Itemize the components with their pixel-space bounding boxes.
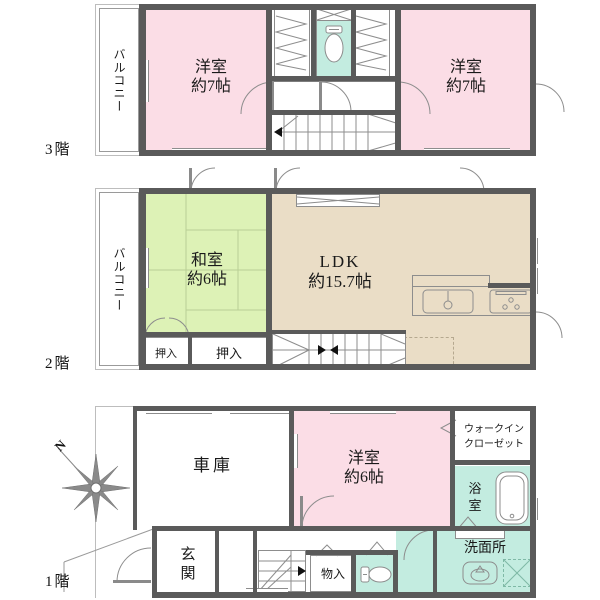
door-leaf-entrance-1f [113, 580, 151, 583]
wall-2f-right [530, 188, 536, 370]
balcony-3f-label: バルコニー [112, 47, 126, 113]
floor-1-group: 物入 [0, 398, 600, 600]
wall-1f-mid-horizontal [152, 526, 533, 531]
wall-1f-toilet-left [351, 550, 356, 598]
door-leaf-hall-3f [319, 80, 322, 110]
door-exterior-2f-right [535, 311, 563, 339]
wall-2f-div-washitsu-ldk [266, 188, 272, 370]
compass-needle-line [57, 447, 79, 471]
balcony-2f [99, 192, 139, 366]
room-washitsu-2f [146, 192, 267, 350]
room-washroom-1f [437, 530, 533, 592]
door-bath-1f [456, 516, 480, 531]
floor-tag-2f: 2階 [45, 356, 72, 372]
window-slide-icon-ldk [296, 196, 380, 205]
closet-oshiire-large-2f [191, 337, 267, 369]
wall-1f-entrance-div [215, 526, 219, 598]
door-leaf-ldk-2f [274, 168, 277, 192]
washroom-counter-1f [455, 530, 505, 539]
stair-up-arrow-2f [318, 345, 326, 355]
wall-1f-wic-bath-div [450, 460, 536, 465]
wall-3f-right [530, 4, 536, 156]
room-garage-1f [133, 410, 293, 530]
hall-1f [396, 530, 438, 592]
wall-1f-entrance-left [152, 526, 157, 598]
wall-3f-closet-bottom [266, 76, 401, 81]
compass-star-icon: N [52, 436, 131, 523]
toilet-icon-3f [324, 25, 344, 63]
wall-3f-bottom [139, 150, 536, 156]
wall-2f-oshiire-div [188, 332, 192, 370]
wall-3f-stair-top [266, 110, 401, 115]
room-yoshitsu-1f [294, 410, 450, 530]
wall-2f-top [139, 188, 536, 194]
door-hall-3f [320, 81, 352, 113]
room-yoshitsu-3f-right [400, 8, 536, 152]
stair-up-arrow-1f [298, 566, 306, 576]
wall-3f-top [139, 4, 536, 10]
room-wic-1f [455, 410, 533, 462]
wall-1f-washroom-div [433, 526, 437, 598]
door-yoshitsu-1f [301, 495, 335, 529]
kitchen-sink-icon-2f [422, 289, 474, 314]
wall-1f-garage-top [133, 406, 293, 411]
wall-1f-bottom [152, 592, 533, 598]
door-yoshitsu-3f-right [397, 81, 431, 115]
compass-north-label: N [52, 436, 70, 454]
wall-2f-oshiire-top [139, 332, 267, 337]
toilet-icon-1f [360, 566, 392, 583]
wall-2f-left [139, 188, 146, 370]
wall-1f-toilet-right [393, 550, 398, 598]
stair-down-arrow-2f [330, 345, 338, 355]
compass-rose: N [48, 436, 134, 523]
window-cross-icon-3f [316, 8, 352, 21]
stair-direction-arrow-3f [274, 127, 282, 137]
wall-1f-garage-left [133, 406, 137, 530]
stair-steps-1f [258, 551, 305, 592]
wall-1f-right [530, 406, 536, 598]
kitchen-stove-icon-2f [489, 289, 533, 314]
storage-monoire-1f [310, 555, 356, 592]
wall-2f-stair-top [266, 330, 406, 334]
floor-3-group: バルコニー [0, 0, 600, 172]
door-entrance-1f [116, 547, 152, 583]
door-leaf-yoshitsu-3f-left [271, 80, 274, 112]
wall-1f-toilet-top [306, 550, 398, 555]
wall-2f-kitchen-partition [488, 283, 536, 288]
wall-3f-toilet-left [311, 8, 316, 78]
approach-line-1f [63, 527, 157, 592]
washer-cross-icon-1f [503, 559, 531, 587]
wall-1f-bedroom-wic-div [450, 406, 455, 530]
door-leaf-yoshitsu-1f [300, 496, 303, 528]
balcony-2f-label: バルコニー [112, 246, 126, 312]
door-exterior-3f-right [535, 83, 565, 113]
stair-steps-3f [277, 113, 400, 152]
wall-3f-left [139, 4, 146, 156]
washbasin-icon-1f [462, 561, 498, 585]
wall-1f-top-right [293, 406, 536, 411]
folding-door-icon-right [354, 15, 388, 71]
balcony-3f [99, 8, 139, 152]
floor-tag-1f: 1階 [45, 574, 72, 590]
folding-door-icon-left [274, 15, 308, 71]
tatami-lines-2f [146, 192, 267, 350]
door-leaf-washitsu-2f [189, 168, 192, 192]
wall-1f-garage-bedroom-div [289, 406, 294, 530]
door-hall-1f [403, 529, 435, 561]
floor-tag-3f: 3階 [45, 142, 72, 158]
room-yoshitsu-3f-left [146, 8, 271, 152]
floor-2-group: バルコニー [0, 167, 600, 457]
bathtub-icon-1f [495, 471, 529, 525]
wall-3f-toilet-right [351, 8, 356, 78]
wall-2f-bottom [139, 364, 536, 370]
wall-1f-hall-div-a [253, 526, 257, 598]
stair-steps-2f [272, 333, 406, 369]
